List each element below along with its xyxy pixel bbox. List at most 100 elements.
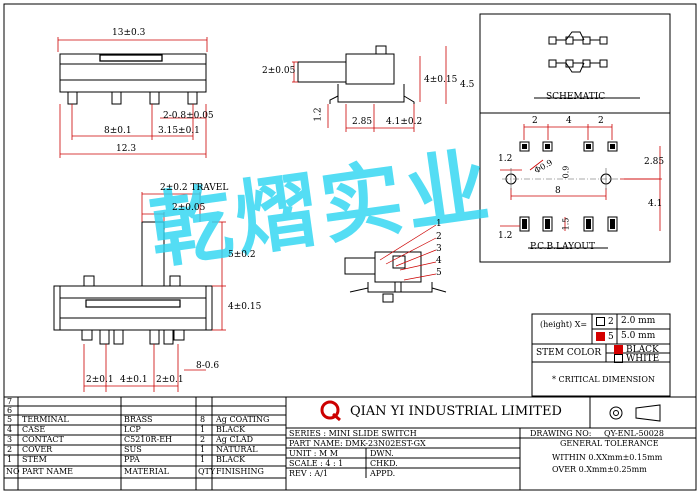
bom-cell-no: 7 [7, 397, 13, 406]
bom-cell-fin: BLACK [216, 455, 246, 464]
dim-315: 3.15±0.1 [158, 126, 200, 136]
part-name: PART NAME: DMK-23N02EST-GX [289, 439, 426, 448]
rev: REV : A/1 [289, 469, 328, 478]
dim-v1: 1.2 [313, 107, 324, 122]
dim-width: 13±0.3 [112, 28, 146, 38]
drawing-no: QY-ENL-50028 [604, 429, 664, 438]
bom-cell-fin: Ag CLAD [216, 435, 254, 444]
bom-cell-no: 5 [7, 415, 13, 424]
callout-2: 2 [436, 232, 442, 242]
schematic-symbol [534, 31, 640, 99]
bom-cell-mat: SUS [124, 445, 142, 454]
dim-8: 8±0.1 [104, 126, 132, 136]
pcb-d11: 1.2 [498, 231, 513, 241]
height-opt2: 5 [596, 332, 614, 342]
stem-opt2-text: WHITE [626, 354, 660, 364]
company-name: QIAN YI INDUSTRIAL LIMITED [350, 404, 562, 419]
tolerance-title: GENERAL TOLERANCE [560, 439, 659, 448]
pcb-d3: 2 [598, 116, 604, 126]
pcb-label: P.C.B.LAYOUT [530, 242, 596, 252]
callout-5: 5 [436, 268, 442, 278]
dim-stem: 2±0.05 [172, 203, 206, 213]
height-opt1: 2 [596, 317, 614, 327]
bom-cell-mat: C5210R-EH [124, 435, 173, 444]
callout-4: 4 [436, 256, 442, 266]
height-label: (height) X= [540, 320, 588, 329]
stem-opt1: BLACK [614, 345, 659, 355]
chkd: CHKD. [370, 459, 398, 468]
dim-w1: 2.85 [352, 117, 373, 127]
dim-b1: 2±0.1 [86, 375, 114, 385]
pcb-d7: 0.9 [561, 165, 571, 179]
bom-cell-part: CONTACT [22, 435, 64, 444]
right-panel [479, 13, 671, 263]
scale: SCALE : 4 : 1 [289, 459, 344, 468]
tolerance-2: OVER 0.Xmm±0.25mm [552, 465, 647, 474]
callout-leaders [379, 224, 437, 281]
bom-cell-part: CASE [22, 425, 46, 434]
pcb-d2: 4 [566, 116, 572, 126]
front-view-dims [83, 192, 226, 392]
bom-cell-no: 2 [7, 445, 13, 454]
callout-1: 1 [436, 219, 442, 229]
bom-cell-fin: Ag COATING [216, 415, 270, 424]
dim-w2: 4.1±0.2 [386, 117, 423, 127]
dim-5: 5±0.2 [228, 250, 256, 260]
dim-h3: 4.5 [460, 80, 475, 90]
bom-header-qty: QTY [198, 467, 216, 476]
bom-cell-fin: NATURAL [216, 445, 258, 454]
schematic-label: SCHEMATIC [546, 92, 606, 102]
pcb-d1: 2 [532, 116, 538, 126]
bom-cell-qty: 2 [200, 435, 206, 444]
bom-header-fin: FINISHING [216, 467, 264, 476]
dim-123: 12.3 [116, 144, 137, 154]
bom-cell-qty: 1 [200, 455, 206, 464]
dim-travel: 2±0.2 TRAVEL [160, 183, 229, 193]
bom-cell-no: 4 [7, 425, 13, 434]
company-logo [320, 400, 341, 422]
sheet-border [3, 3, 697, 491]
bom-cell-qty: 8 [200, 415, 206, 424]
dim-h2: 4±0.15 [424, 75, 458, 85]
bom-cell-qty: 1 [200, 445, 206, 454]
bom-cell-no: 6 [7, 406, 13, 415]
height-opt2-num: 5 [608, 332, 614, 342]
dim-4: 4±0.15 [228, 302, 262, 312]
projection-symbol [609, 404, 661, 422]
dim-86: 8-0.6 [196, 361, 220, 371]
bom-cell-no: 3 [7, 435, 13, 444]
bom-cell-part: TERMINAL [22, 415, 69, 424]
bom-cell-part: STEM [22, 455, 47, 464]
bom-header-part: PART NAME [22, 467, 73, 476]
bom-cell-no: 1 [7, 455, 13, 464]
unit: UNIT : M M [289, 449, 338, 458]
dim-b3: 2±0.1 [156, 375, 184, 385]
bom-cell-fin: BLACK [216, 425, 246, 434]
side-view-dims [292, 46, 447, 132]
assembly-view [344, 251, 447, 303]
pcb-d4: 2.85 [644, 157, 665, 167]
critical-note: * CRITICAL DIMENSION [552, 375, 655, 384]
drawing-no-label: DRAWING NO: [530, 429, 592, 438]
dim-h1: 2±0.05 [262, 66, 296, 76]
bom-header-no: NO [6, 467, 20, 476]
pcb-d8: 8 [555, 186, 561, 196]
stem-opt1-text: BLACK [626, 345, 659, 355]
bom-cell-mat: PPA [124, 455, 140, 464]
series: SERIES : MINI SLIDE SWITCH [289, 429, 417, 438]
side-view [297, 45, 415, 104]
top-view [59, 53, 207, 105]
height-opt2-val: 5.0 mm [621, 331, 656, 341]
bom-cell-mat: LCP [124, 425, 141, 434]
bom-cell-part: COVER [22, 445, 53, 454]
dwn: DWN. [370, 449, 394, 458]
height-opt1-num: 2 [608, 317, 614, 327]
top-view-dims [57, 37, 208, 158]
height-opt1-val: 2.0 mm [621, 316, 656, 326]
callout-3: 3 [436, 244, 442, 254]
front-view [53, 221, 213, 345]
pcb-d9: 4.1 [648, 199, 663, 209]
bom-cell-mat: BRASS [124, 415, 153, 424]
title-block [4, 396, 696, 490]
